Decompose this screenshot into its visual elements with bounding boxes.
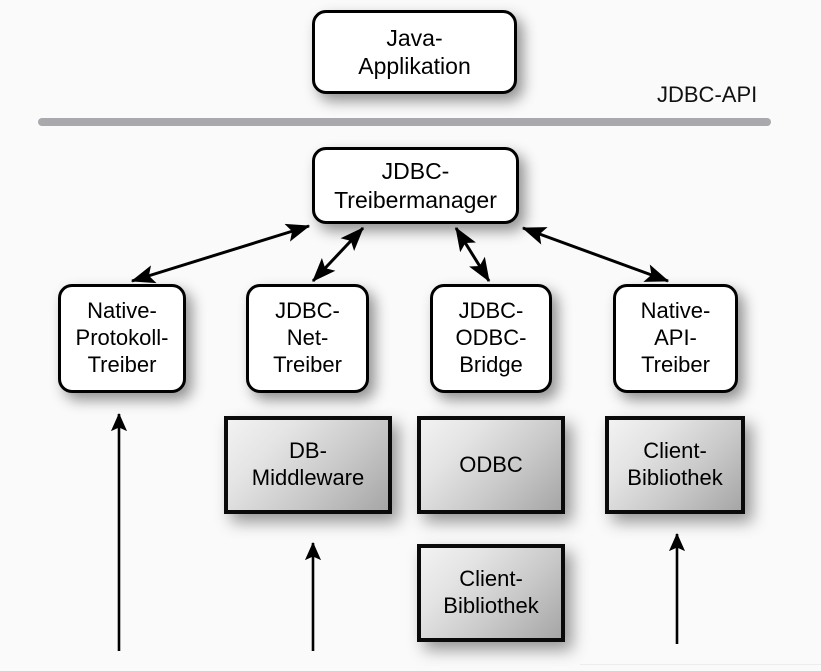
jdbc-api-label: JDBC-API bbox=[657, 82, 758, 107]
arrow-manager-jdbc-odbc bbox=[454, 226, 491, 283]
node-java-applikation[interactable]: Java- Applikation bbox=[312, 10, 517, 94]
node-client-bibliothek-right-label: Client- Bibliothek bbox=[627, 438, 723, 490]
node-jdbc-odbc-bridge-label: JDBC- ODBC- Bridge bbox=[455, 298, 527, 377]
arrow-manager-jdbc-net bbox=[311, 226, 365, 283]
arrow-manager-native-api bbox=[521, 226, 670, 283]
node-jdbc-net-treiber-label: JDBC- Net- Treiber bbox=[273, 298, 342, 377]
node-client-bibliothek-odbc[interactable]: Client- Bibliothek bbox=[417, 544, 565, 642]
node-jdbc-net-treiber[interactable]: JDBC- Net- Treiber bbox=[246, 284, 369, 393]
node-java-applikation-label: Java- Applikation bbox=[358, 24, 471, 79]
arrow-manager-native-protokoll bbox=[130, 223, 311, 284]
jdbc-api-divider bbox=[38, 118, 771, 126]
node-jdbc-odbc-bridge[interactable]: JDBC- ODBC- Bridge bbox=[430, 284, 552, 393]
node-native-protokoll-treiber-label: Native- Protokoll- Treiber bbox=[75, 298, 169, 377]
node-client-bibliothek-odbc-label: Client- Bibliothek bbox=[443, 566, 539, 618]
node-jdbc-treibermanager-label: JDBC- Treibermanager bbox=[334, 158, 497, 213]
node-native-api-treiber[interactable]: Native- API- Treiber bbox=[613, 284, 738, 393]
node-db-middleware[interactable]: DB- Middleware bbox=[224, 416, 392, 514]
node-odbc[interactable]: ODBC bbox=[417, 416, 565, 514]
node-native-api-treiber-label: Native- API- Treiber bbox=[640, 298, 711, 377]
node-client-bibliothek-right[interactable]: Client- Bibliothek bbox=[605, 416, 745, 514]
node-native-protokoll-treiber[interactable]: Native- Protokoll- Treiber bbox=[58, 284, 186, 393]
node-odbc-label: ODBC bbox=[459, 451, 523, 477]
node-db-middleware-label: DB- Middleware bbox=[251, 438, 365, 490]
bottom-hairline bbox=[580, 664, 821, 665]
node-jdbc-treibermanager[interactable]: JDBC- Treibermanager bbox=[312, 147, 519, 224]
